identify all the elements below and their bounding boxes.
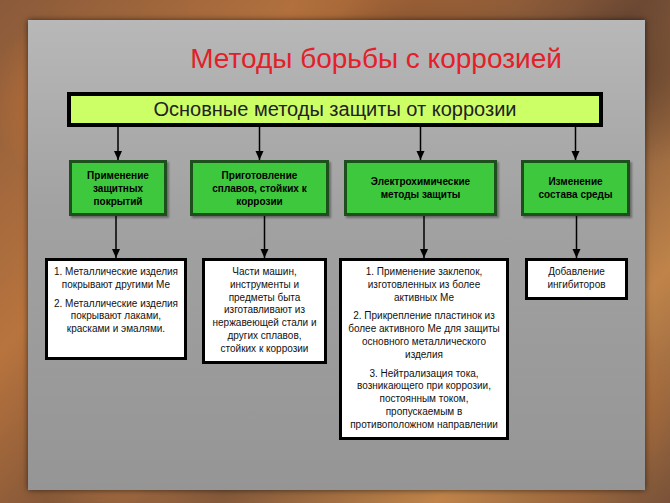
box-text: Части машин, инструменты и предметы быта… (211, 266, 318, 356)
box-text: Добавление ингибиторов (534, 266, 619, 292)
detail-box: 1. Металлические изделия покрывают други… (45, 258, 187, 360)
slide-panel (28, 20, 645, 490)
detail-box: Части машин, инструменты и предметы быта… (202, 258, 327, 364)
box-text: Применение защитных покрытий (77, 169, 159, 208)
arrow-connector (115, 216, 117, 258)
box-text: Приготовление сплавов, стойких к коррози… (198, 169, 321, 208)
root-box: Основные методы защиты от коррозии (67, 92, 603, 127)
box-text: 3. Нейтрализация тока, возникающего при … (348, 368, 500, 432)
box-text: 1. Металлические изделия покрывают други… (54, 266, 178, 292)
slide-title: Методы борьбы с коррозией (100, 42, 652, 76)
arrow-connector (117, 127, 119, 160)
method-box: Применение защитных покрытий (69, 160, 167, 216)
box-text: Основные методы защиты от коррозии (153, 98, 516, 121)
method-box: Изменение состава среды (521, 160, 630, 216)
box-text: Электрохимические методы защиты (352, 175, 489, 201)
arrow-connector (576, 216, 578, 258)
detail-box: Добавление ингибиторов (525, 258, 628, 300)
box-text: 2. Прикрепление пластинок из более актив… (348, 310, 500, 361)
box-text: Изменение состава среды (529, 175, 622, 201)
arrow-connector (420, 127, 422, 160)
method-box: Приготовление сплавов, стойких к коррози… (190, 160, 329, 216)
arrow-connector (423, 216, 425, 258)
box-text: 1. Применение заклепок, изготовленных из… (348, 266, 500, 304)
detail-box: 1. Применение заклепок, изготовленных из… (339, 258, 509, 440)
method-box: Электрохимические методы защиты (344, 160, 497, 216)
arrow-connector (575, 127, 577, 160)
arrow-connector (259, 127, 261, 160)
arrow-connector (264, 216, 266, 258)
box-text: 2. Металлические изделия покрывают лакам… (54, 298, 178, 336)
